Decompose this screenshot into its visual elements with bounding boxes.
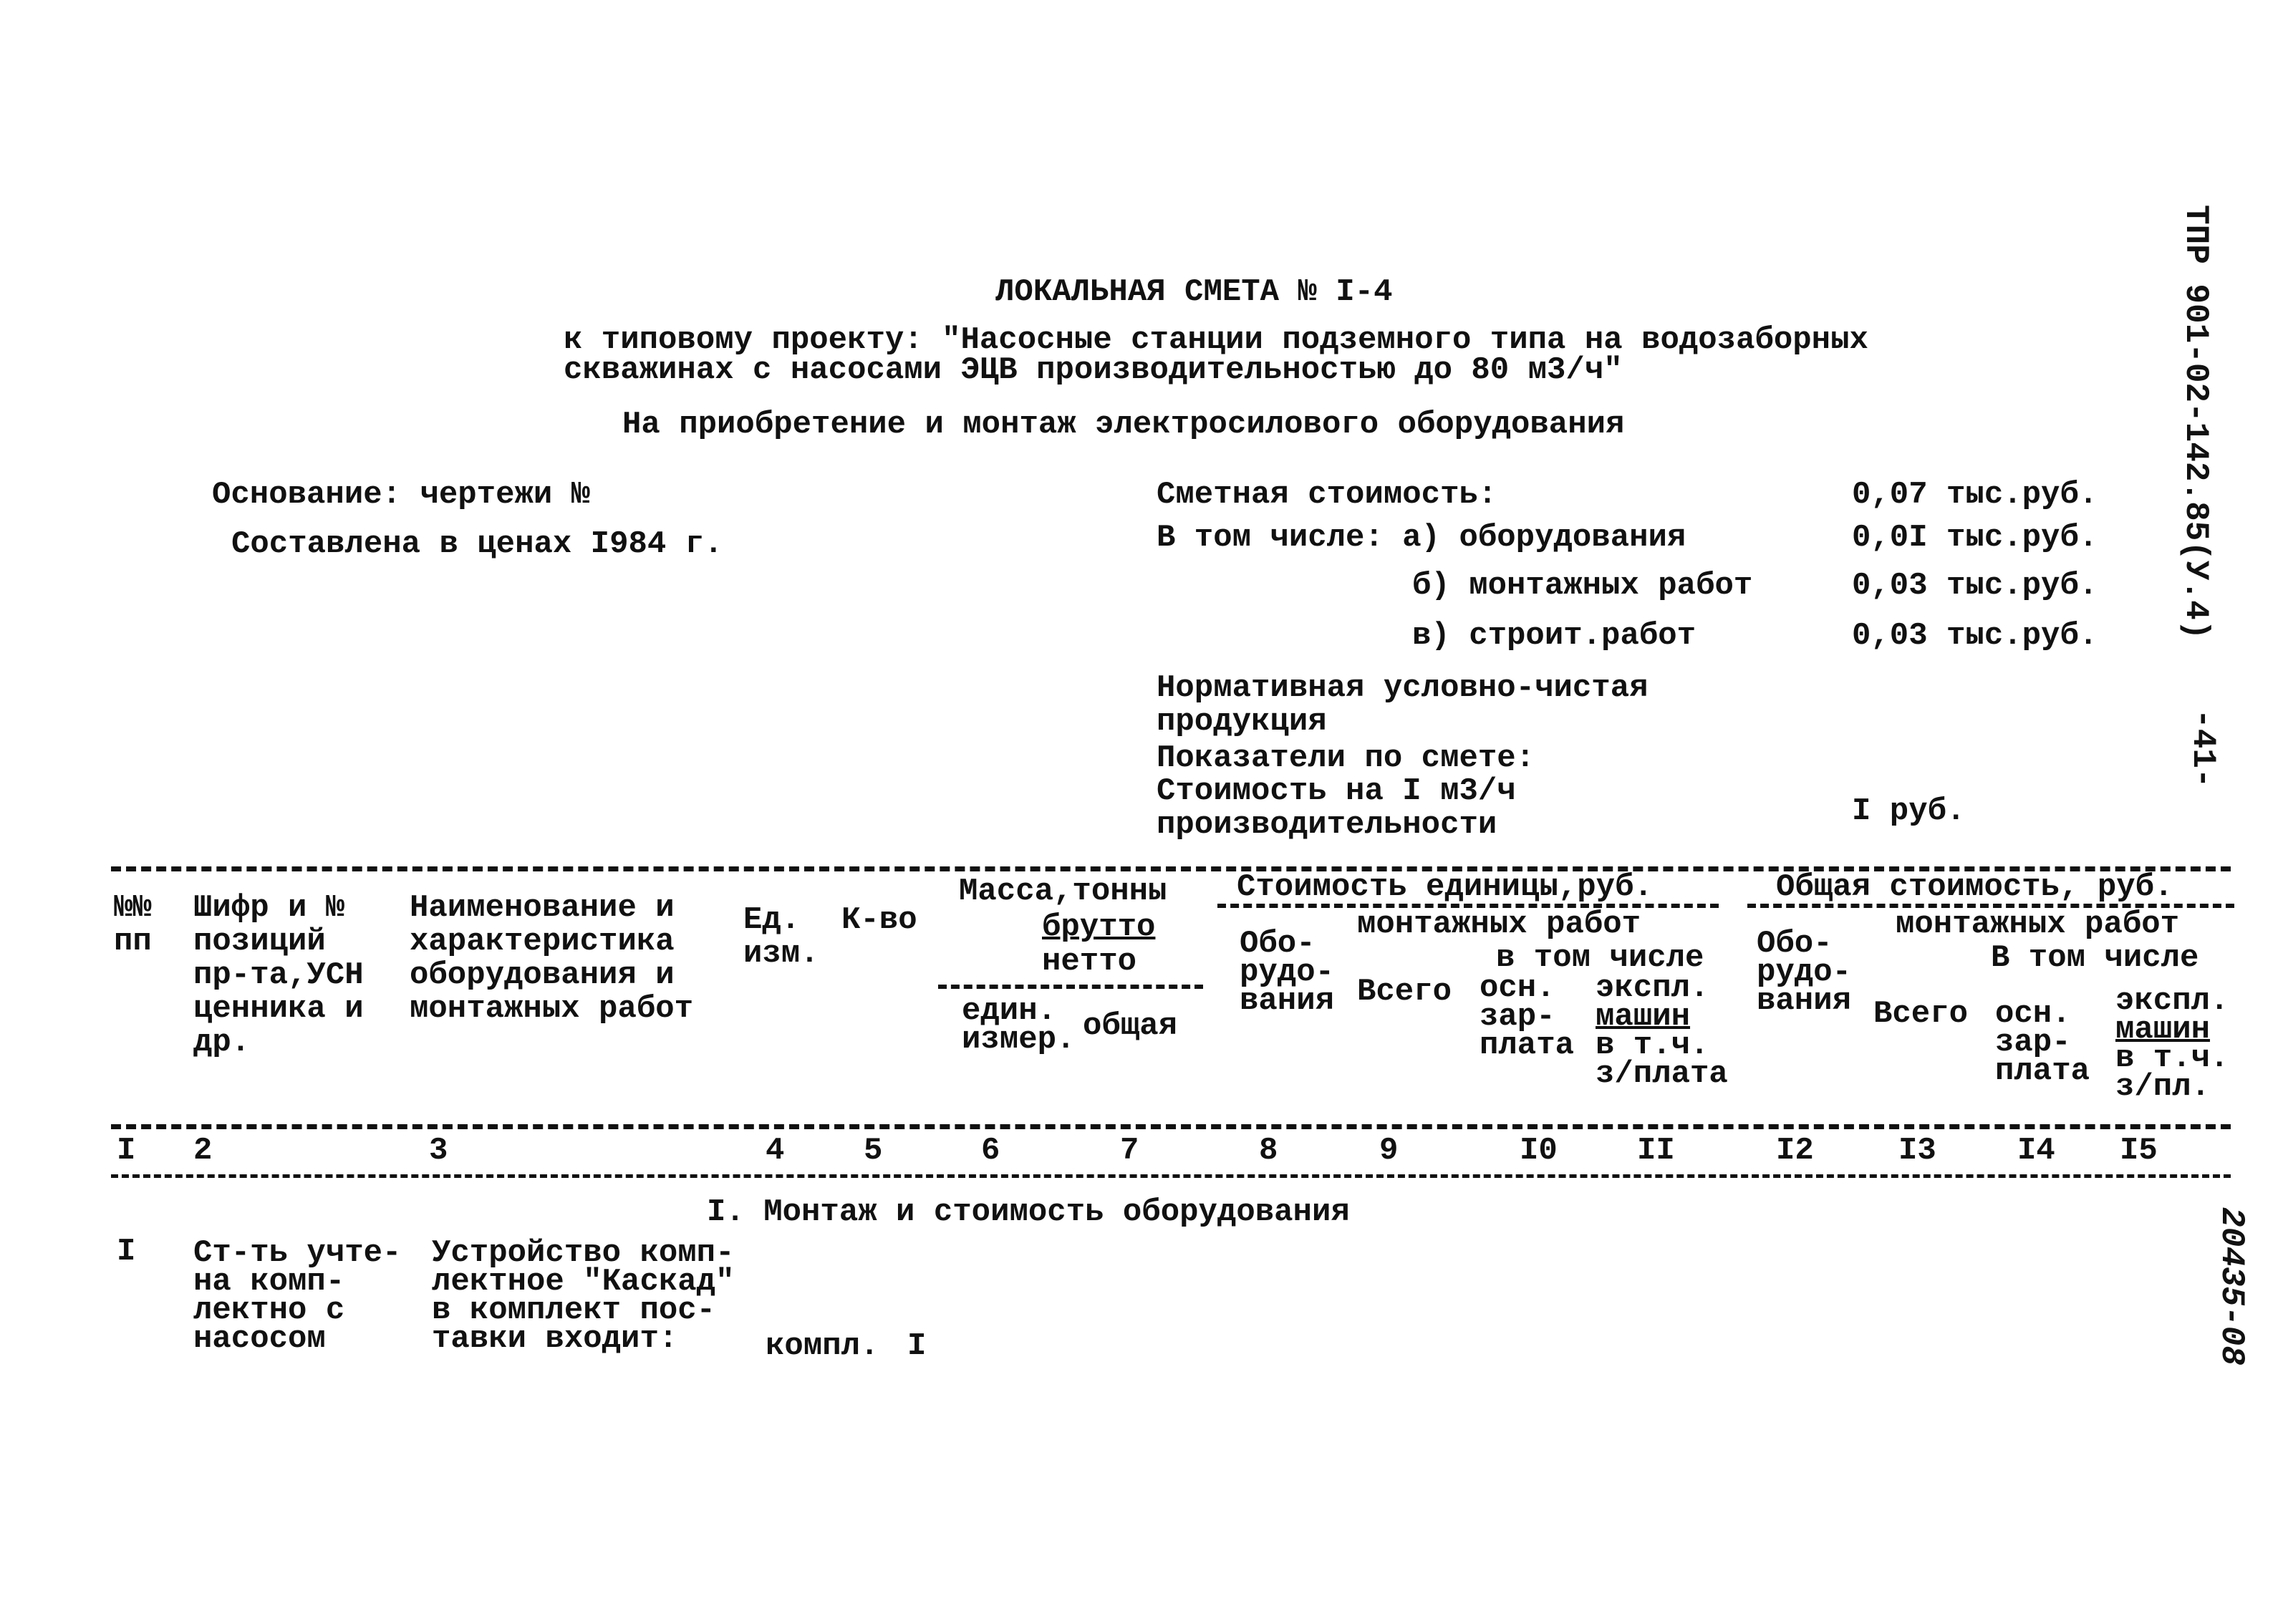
cost-per-unit-value: I руб. [1852,793,1966,829]
normative-product: Нормативная условно-чистая продукция [1157,670,1649,740]
header-netto: нетто [1042,944,1137,980]
row-quantity: I [907,1328,927,1364]
header-code: Шифр и № позиций пр-та,УСН ценника и др. [193,890,364,1060]
header-unit-install: монтажных работ [1357,907,1641,942]
header-unit-machines-a: экспл. [1596,970,1709,1006]
header-mass: Масса,тонны [959,874,1167,909]
row-code: Ст-ть учте- на комп- лектно с насосом [193,1235,402,1357]
indicators-label: Показатели по смете: [1157,740,1535,776]
column-number: 2 [193,1133,213,1169]
prices-year: Составлена в ценах I984 г. [231,526,723,562]
purpose: На приобретение и монтаж электросилового… [622,407,1625,443]
subtitle-line-1: к типовому проекту: "Насосные станции по… [564,322,1868,358]
header-total-total: Всего [1873,996,1969,1032]
cost-value: 0,07 тыс.руб. [1852,477,2098,513]
equipment-label: В том числе: а) оборудования [1157,520,1686,556]
mass-divider [938,985,1203,989]
column-number: I0 [1520,1133,1558,1169]
construction-label: в) строит.работ [1412,618,1696,654]
row-name: Устройство комп- лектное "Каскад" в комп… [432,1235,735,1357]
header-mass-unit: един. измер. [962,993,1076,1058]
column-number: 6 [981,1133,1000,1169]
header-unit-total: Всего [1357,974,1452,1010]
document-title: ЛОКАЛЬНАЯ СМЕТА № I-4 [995,274,1393,310]
column-number: 8 [1259,1133,1278,1169]
header-total-machines-a: экспл. [2115,983,2229,1019]
construction-value: 0,03 тыс.руб. [1852,618,2098,654]
section-title: I. Монтаж и стоимость оборудования [707,1194,1350,1230]
subtitle-line-2: скважинах с насосами ЭЦВ производительно… [564,352,1623,388]
column-numbers-rule [111,1174,2231,1178]
row-number: I [117,1234,136,1270]
header-unit-including: в том числе [1496,940,1704,976]
cost-label: Сметная стоимость: [1157,477,1497,513]
header-name: Наименование и характеристика оборудован… [410,890,694,1027]
installation-label: б) монтажных работ [1412,568,1753,604]
cost-per-unit-line-1: Стоимость на I м3/ч [1157,773,1516,809]
column-number: 7 [1120,1133,1139,1169]
header-unit-machines-b: машин [1596,999,1691,1035]
margin-page-number: -41- [2184,709,2221,788]
cost-per-unit-line-2: производительности [1157,807,1497,843]
row-unit: компл. [766,1328,879,1364]
header-brutto: брутто [1042,909,1156,945]
header-unit-equipment: Обо- рудо- вания [1240,926,1335,1019]
table-top-rule [111,866,2231,871]
header-bottom-rule [111,1124,2231,1129]
header-total-machines-c: в т.ч. з/пл. [2115,1040,2229,1105]
header-unit-cost: Стоимость единицы,руб. [1237,869,1653,905]
column-number: 5 [864,1133,883,1169]
header-total-install: монтажных работ [1896,907,2180,942]
unit-cost-divider [1217,904,1719,908]
margin-inventory-number: 20435-08 [2213,1207,2250,1366]
basis: Основание: чертежи № [212,477,591,513]
column-number: I5 [2120,1133,2158,1169]
equipment-value: 0,0I тыс.руб. [1852,520,2098,556]
column-number: I3 [1898,1133,1936,1169]
column-number: 4 [766,1133,785,1169]
header-total-wage: осн. зар- плата [1995,996,2090,1089]
header-unit-machines-c: в т.ч. з/плата [1596,1028,1728,1092]
header-unit-wage: осн. зар- плата [1480,970,1575,1063]
header-total-machines-b: машин [2115,1012,2211,1048]
column-number: I [117,1133,136,1169]
column-number: II [1637,1133,1675,1169]
header-mass-total: общая [1083,1008,1178,1044]
margin-project-code: ТПР 901-02-142.85(У.4) [2177,205,2214,640]
installation-value: 0,03 тыс.руб. [1852,568,2098,604]
column-number: 9 [1379,1133,1399,1169]
column-number: 3 [429,1133,448,1169]
column-number: I4 [2017,1133,2055,1169]
total-cost-divider [1747,904,2234,908]
header-total-cost: Общая стоимость, руб. [1776,869,2173,905]
header-number: №№ пп [114,890,152,960]
header-quantity: К-во [841,902,917,938]
header-unit: Ед. изм. [743,902,819,972]
column-number: I2 [1776,1133,1814,1169]
header-total-including: В том числе [1991,940,2199,976]
header-total-equipment: Обо- рудо- вания [1757,926,1852,1019]
